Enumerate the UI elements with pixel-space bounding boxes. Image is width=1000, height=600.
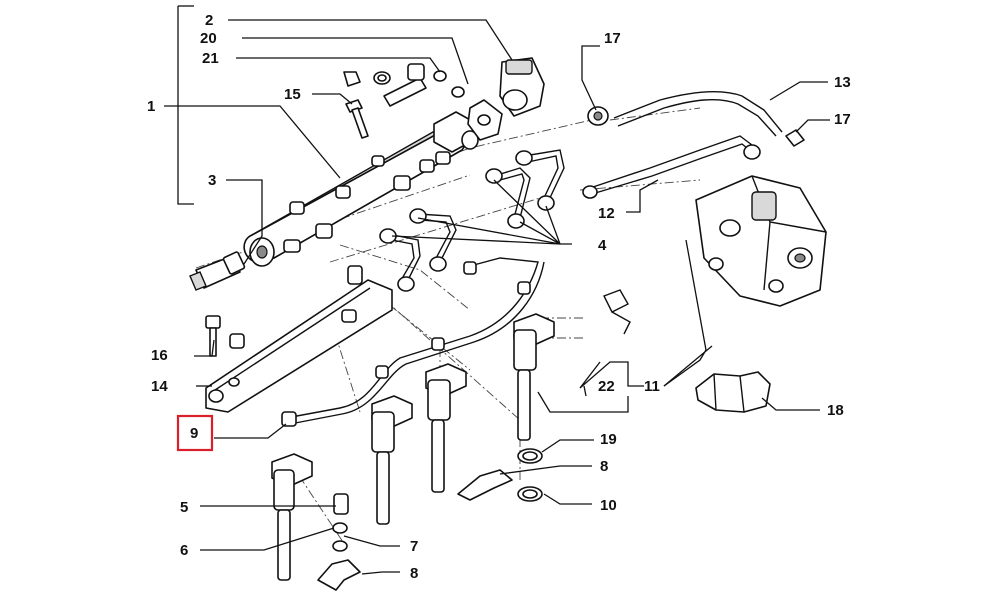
- callout-14: 14: [151, 378, 168, 395]
- callout-13: 13: [834, 74, 851, 91]
- highlighted-callout-9: 9: [176, 414, 214, 452]
- callout-8-low: 8: [410, 565, 418, 582]
- fuel-feed-hose-13: [613, 90, 783, 137]
- injector-pipes-4: [379, 149, 565, 292]
- injector-pipe-d: [379, 228, 421, 292]
- high-pressure-pump: [695, 175, 827, 307]
- leader-lines: [164, 5, 830, 575]
- bracket-bolt-16: [205, 315, 221, 357]
- rail-outlet-port-6: [419, 159, 435, 173]
- injector-clamp-mid: [457, 469, 513, 501]
- injector-front-left: [271, 453, 313, 581]
- callout-10: 10: [600, 497, 617, 514]
- hose-clamp-17-left: [587, 106, 609, 126]
- callout-4: 4: [598, 237, 607, 254]
- callout-17-left: 17: [604, 30, 621, 47]
- callout-11: 11: [644, 378, 660, 395]
- injector-seal-10: [517, 486, 543, 502]
- rail-outlet-port-8: [283, 239, 301, 253]
- callout-19: 19: [600, 431, 617, 448]
- callout-20: 20: [200, 30, 217, 47]
- rail-mounting-bolt-15: [345, 99, 369, 139]
- callout-8-mid: 8: [600, 458, 608, 475]
- callout-15: 15: [284, 86, 301, 103]
- callout-22: 22: [598, 378, 615, 395]
- hose-clamp-17-right: [785, 129, 805, 147]
- callout-16: 16: [151, 347, 168, 364]
- injector-mid-left: [371, 395, 413, 525]
- highlight-box: [176, 414, 214, 452]
- common-rail: [243, 111, 479, 267]
- injector-clamp-lower: [317, 559, 361, 591]
- assembly-axis-lines: [195, 107, 701, 546]
- injector-pipe-a: [485, 167, 531, 229]
- callout-1: 1: [147, 98, 155, 115]
- rail-pressure-sensor: [189, 251, 246, 291]
- callout-12: 12: [598, 205, 615, 222]
- callout-18: 18: [827, 402, 844, 419]
- bleeder-screw-21: [343, 63, 447, 107]
- regulator-gasket: [451, 86, 503, 141]
- rail-outlet-port-5: [393, 175, 411, 191]
- injector-mid-right: [425, 363, 467, 493]
- callout-labels: 1 2 20 21 15 3 4 17 13 17 12 22 11 18 19…: [147, 12, 851, 582]
- pump-pipe-12: [582, 135, 761, 199]
- callout-5: 5: [180, 499, 188, 516]
- retaining-clip-22: [603, 289, 631, 335]
- callout-21: 21: [202, 50, 219, 67]
- o-ring-20: [373, 71, 391, 85]
- callout-17-right: 17: [834, 111, 851, 128]
- return-pipe-9: [281, 257, 545, 427]
- rail-outlet-port-1: [289, 201, 305, 215]
- callout-2: 2: [205, 12, 213, 29]
- injector-seal-19: [517, 448, 543, 464]
- pressure-regulator-valve: [499, 57, 545, 117]
- injector-rear-right: [513, 313, 555, 441]
- callout-3: 3: [208, 172, 216, 189]
- injector-washer-7: [332, 522, 348, 552]
- pump-connector-18: [695, 371, 771, 413]
- rail-outlet-port-3: [335, 185, 351, 199]
- injector-sleeve-5: [333, 493, 349, 515]
- callout-6: 6: [180, 542, 188, 559]
- rail-outlet-port-7: [435, 151, 451, 165]
- rail-support-bracket-14: [205, 265, 393, 413]
- injector-pipe-b: [515, 149, 565, 211]
- callout-7: 7: [410, 538, 418, 555]
- rail-outlet-port-4: [371, 155, 385, 167]
- rail-outlet-port-2: [315, 223, 333, 239]
- callout-9: 9: [190, 425, 198, 442]
- injector-pipe-c: [409, 208, 457, 272]
